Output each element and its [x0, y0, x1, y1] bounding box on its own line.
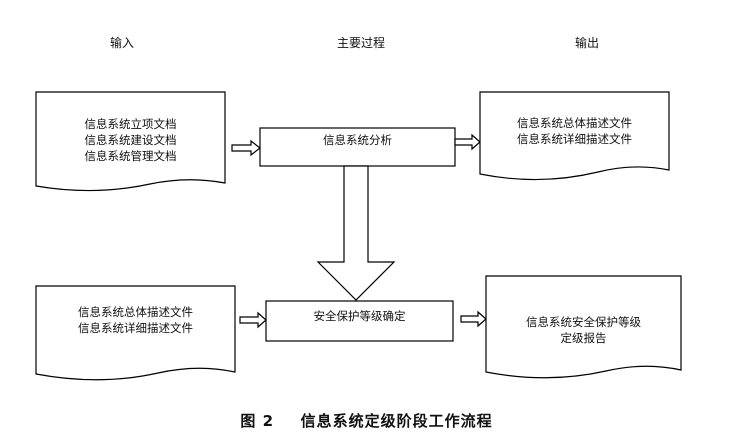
doc-output-2-text: 信息系统安全保护等级 定级报告	[486, 314, 681, 346]
doc-input-2-line: 信息系统详细描述文件	[78, 321, 193, 335]
header-input: 输入	[110, 36, 135, 50]
arrow-in-1	[231, 139, 261, 157]
doc-input-1-shape	[35, 91, 226, 192]
doc-output-1-shape	[479, 91, 670, 181]
doc-output-1-line: 信息系统详细描述文件	[517, 132, 632, 146]
doc-input-2-shape	[35, 285, 236, 381]
doc-input-1-line: 信息系统立项文档	[84, 117, 177, 131]
doc-output-2-line: 信息系统安全保护等级	[526, 315, 641, 329]
caption-title: 信息系统定级阶段工作流程	[300, 412, 493, 430]
doc-output-2-shape	[485, 275, 682, 379]
doc-input-2-line: 信息系统总体描述文件	[78, 305, 193, 319]
process-2-label: 安全保护等级确定	[313, 309, 406, 323]
figure-caption: 图 2 信息系统定级阶段工作流程	[0, 410, 733, 431]
arrow-in-2	[239, 311, 267, 329]
down-arrow	[316, 165, 396, 301]
doc-output-1-line: 信息系统总体描述文件	[517, 116, 632, 130]
process-1-label: 信息系统分析	[323, 133, 392, 147]
header-process: 主要过程	[337, 36, 386, 50]
doc-input-1-text: 信息系统立项文档 信息系统建设文档 信息系统管理文档	[36, 116, 225, 164]
doc-input-1-line: 信息系统建设文档	[84, 133, 177, 147]
process-1-box	[259, 127, 456, 167]
doc-input-1-line: 信息系统管理文档	[84, 149, 177, 163]
arrow-out-1	[454, 133, 481, 151]
doc-output-1-text: 信息系统总体描述文件 信息系统详细描述文件	[480, 115, 669, 147]
caption-label: 图 2	[240, 412, 275, 430]
header-output: 输出	[575, 36, 600, 50]
arrow-out-2	[460, 310, 487, 328]
doc-input-2-text: 信息系统总体描述文件 信息系统详细描述文件	[36, 304, 235, 336]
process-2-box	[265, 300, 454, 342]
doc-output-2-line: 定级报告	[560, 331, 607, 345]
